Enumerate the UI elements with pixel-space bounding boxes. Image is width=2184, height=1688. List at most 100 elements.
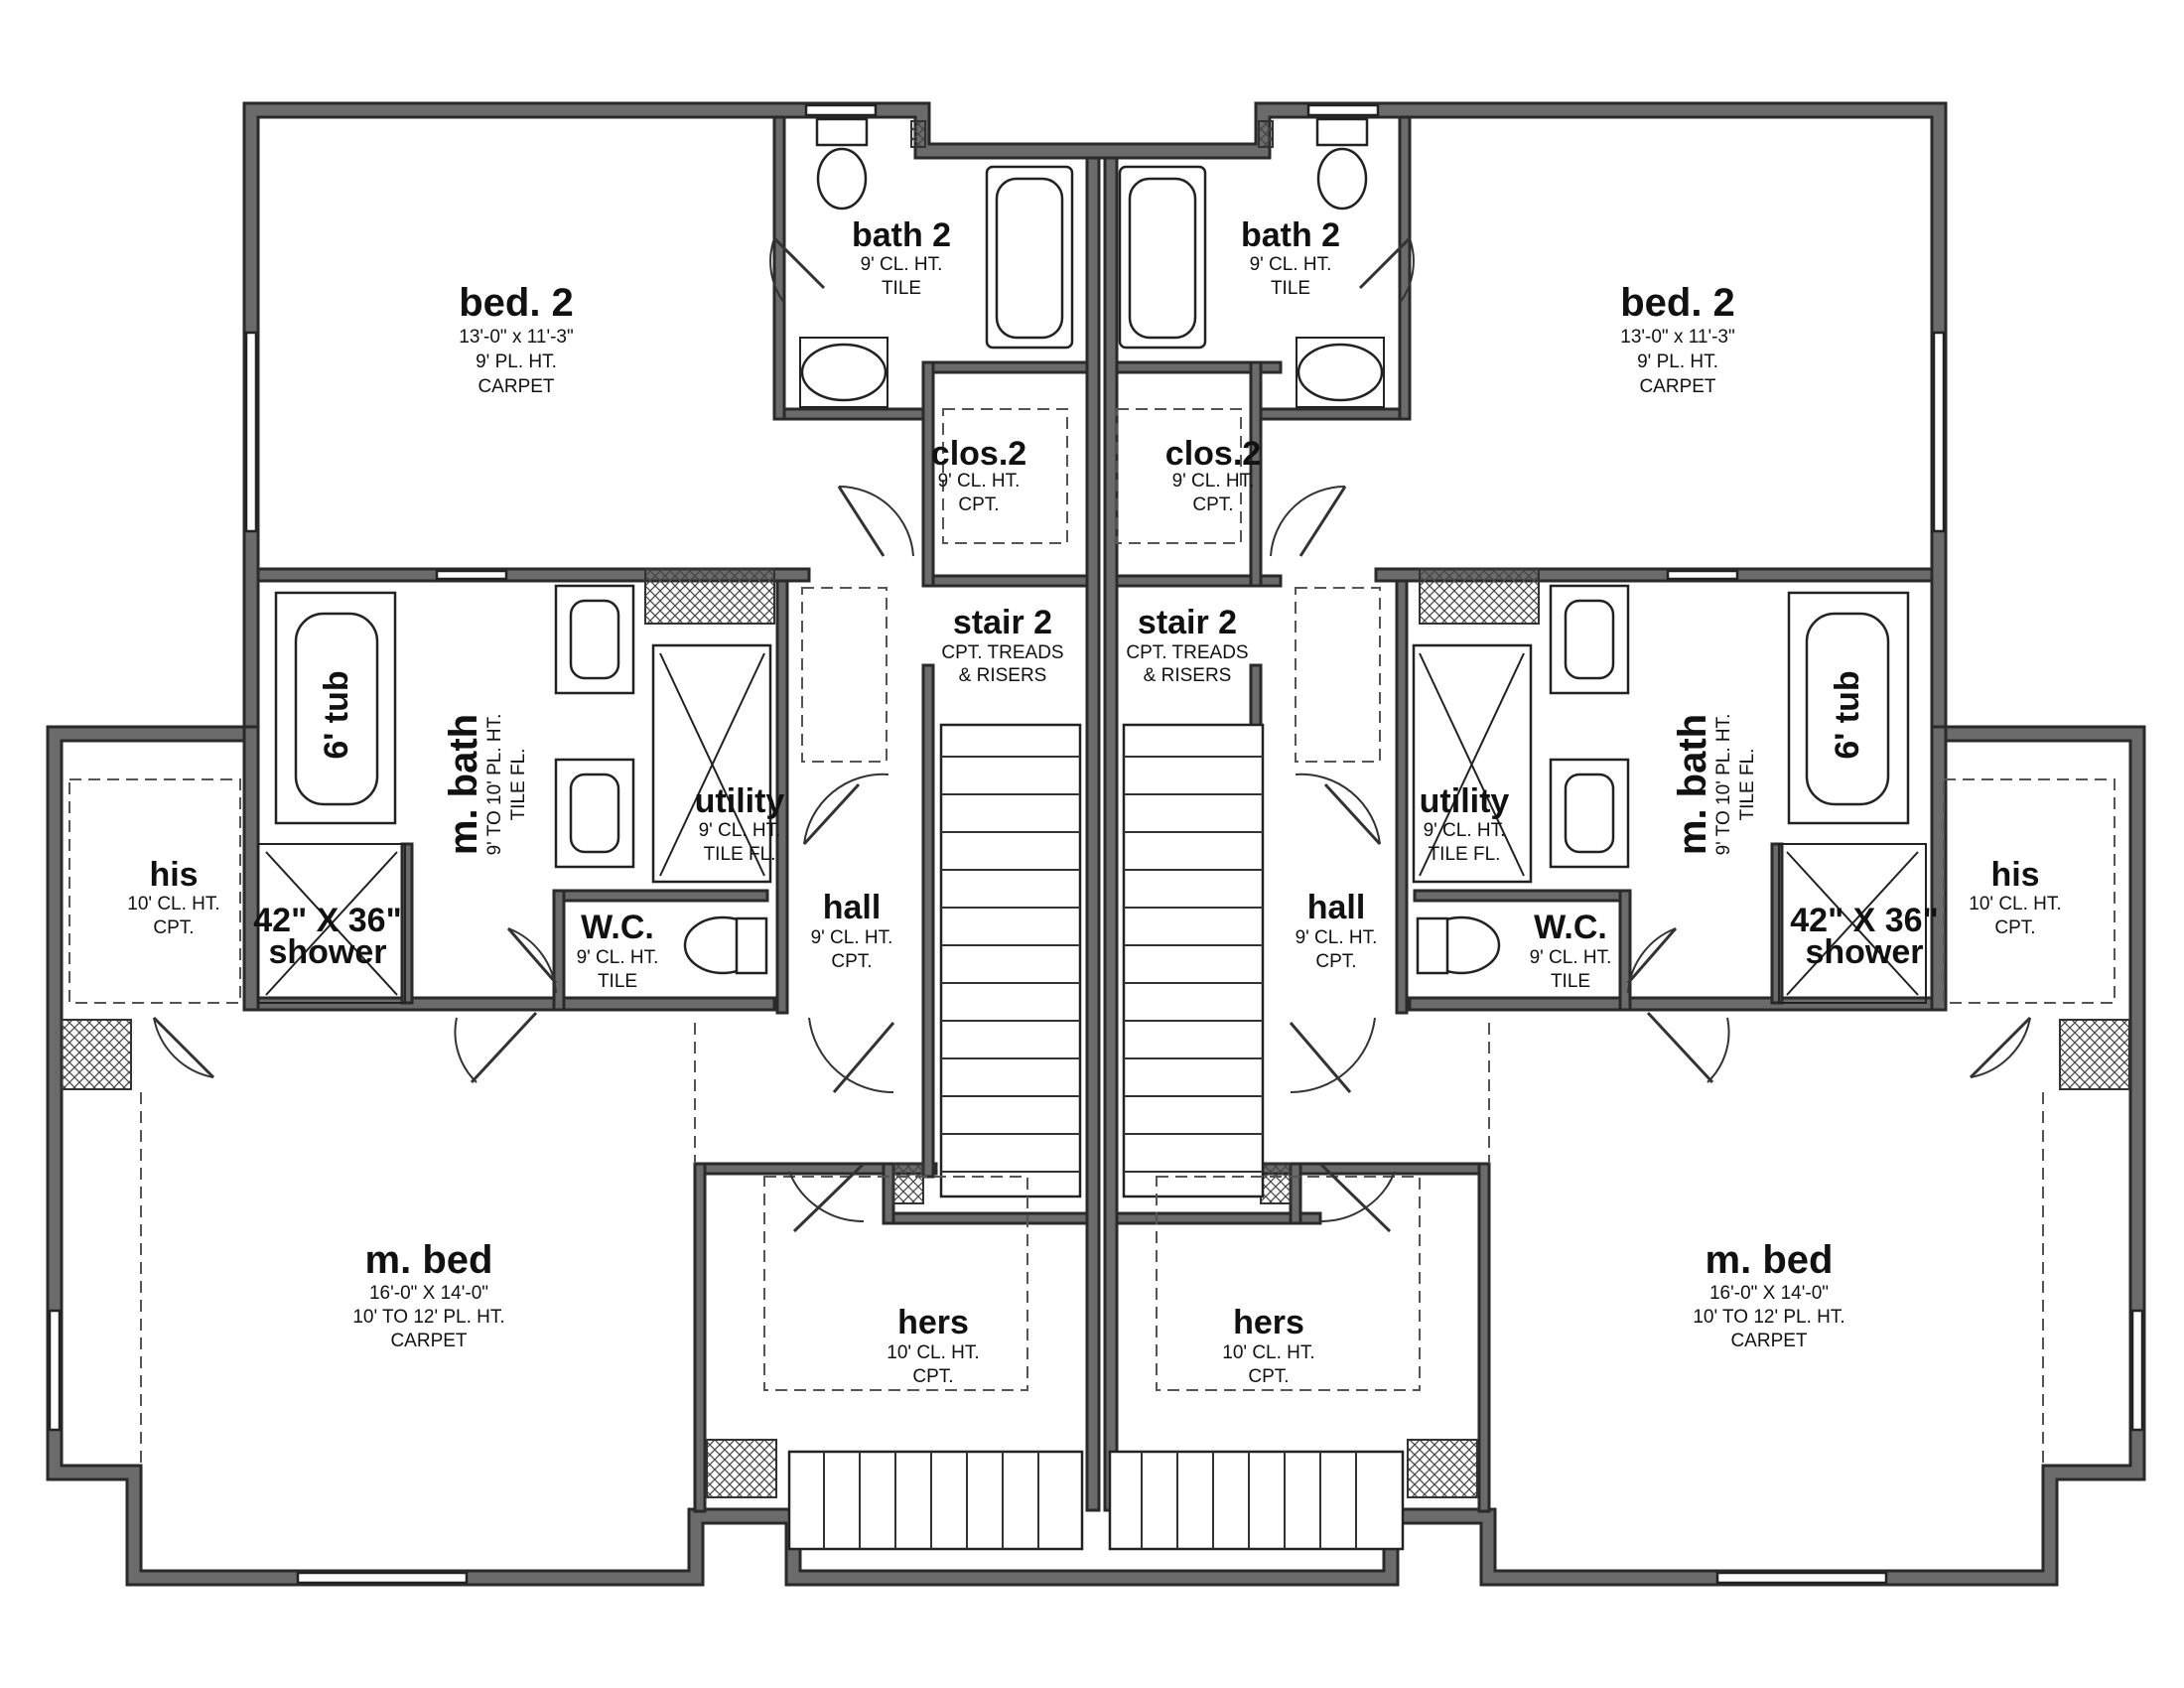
svg-text:9' TO 10' PL. HT.: 9' TO 10' PL. HT. bbox=[1713, 714, 1734, 856]
room-label-utility-right: utility 9' CL. HT. TILE FL. bbox=[1420, 782, 1510, 865]
svg-text:utility: utility bbox=[1420, 782, 1510, 820]
svg-text:shower: shower bbox=[268, 933, 386, 971]
room-label-mbed-left: m. bed 16'-0" X 14'-0" 10' TO 12' PL. HT… bbox=[352, 1238, 504, 1351]
stair-left bbox=[939, 723, 1082, 1198]
svg-text:clos.2: clos.2 bbox=[1165, 435, 1261, 473]
svg-text:m. bed: m. bed bbox=[365, 1238, 493, 1282]
room-label-utility-left: utility 9' CL. HT. TILE FL. bbox=[695, 782, 785, 865]
svg-text:CPT.: CPT. bbox=[153, 917, 194, 938]
svg-text:m. bed: m. bed bbox=[1706, 1238, 1834, 1282]
svg-text:his: his bbox=[1990, 856, 2039, 894]
room-label-mbath-right: m. bath 9' TO 10' PL. HT. TILE FL. bbox=[1671, 714, 1758, 856]
svg-text:TILE: TILE bbox=[1551, 971, 1590, 992]
svg-text:m. bath: m. bath bbox=[1671, 714, 1714, 855]
room-label-shower-right: 42" X 36" shower bbox=[1790, 902, 1938, 971]
svg-text:his: his bbox=[149, 856, 198, 894]
room-label-bed2-left: bed. 2 13'-0" x 11'-3" 9' PL. HT. CARPET bbox=[459, 281, 574, 397]
svg-text:16'-0" X 14'-0": 16'-0" X 14'-0" bbox=[369, 1283, 488, 1304]
room-label-bath2-right: bath 2 9' CL. HT. TILE bbox=[1241, 216, 1340, 299]
room-label-bed2-right: bed. 2 13'-0" x 11'-3" 9' PL. HT. CARPET bbox=[1620, 281, 1735, 397]
svg-text:16'-0" X 14'-0": 16'-0" X 14'-0" bbox=[1709, 1283, 1829, 1304]
svg-text:TILE: TILE bbox=[598, 971, 637, 992]
svg-text:CPT.: CPT. bbox=[1248, 1366, 1289, 1387]
svg-text:& RISERS: & RISERS bbox=[1144, 665, 1232, 686]
svg-text:& RISERS: & RISERS bbox=[959, 665, 1047, 686]
svg-text:13'-0" x 11'-3": 13'-0" x 11'-3" bbox=[1620, 327, 1734, 348]
room-label-hall-right: hall 9' CL. HT. CPT. bbox=[1296, 889, 1378, 972]
svg-text:TILE FL.: TILE FL. bbox=[508, 749, 529, 821]
tub-label-right: 6' tub bbox=[1829, 670, 1866, 759]
svg-text:CARPET: CARPET bbox=[390, 1331, 467, 1351]
svg-text:hall: hall bbox=[1307, 889, 1366, 926]
svg-text:TILE: TILE bbox=[1271, 278, 1310, 299]
svg-text:CPT.: CPT. bbox=[1192, 494, 1233, 515]
closet-lines bbox=[68, 408, 2116, 1466]
room-label-bath2-left: bath 2 9' CL. HT. TILE bbox=[852, 216, 951, 299]
svg-text:9' CL. HT.: 9' CL. HT. bbox=[699, 820, 781, 841]
svg-text:9' TO 10' PL. HT.: 9' TO 10' PL. HT. bbox=[484, 714, 505, 856]
deck-left bbox=[787, 1450, 1084, 1551]
svg-text:9' CL. HT.: 9' CL. HT. bbox=[577, 947, 659, 968]
room-label-hall-left: hall 9' CL. HT. CPT. bbox=[811, 889, 893, 972]
bath2-right-fixtures bbox=[1118, 117, 1385, 408]
svg-text:stair 2: stair 2 bbox=[1138, 604, 1237, 641]
deck-right bbox=[1108, 1450, 1405, 1551]
svg-text:9' CL. HT.: 9' CL. HT. bbox=[1424, 820, 1506, 841]
svg-text:TILE FL.: TILE FL. bbox=[1429, 844, 1501, 865]
svg-text:hall: hall bbox=[823, 889, 882, 926]
walls bbox=[46, 101, 2146, 1587]
room-label-his-left: his 10' CL. HT. CPT. bbox=[127, 856, 219, 938]
svg-text:9' CL. HT.: 9' CL. HT. bbox=[1296, 927, 1378, 948]
svg-text:bath 2: bath 2 bbox=[852, 216, 951, 254]
svg-text:CPT. TREADS: CPT. TREADS bbox=[941, 642, 1063, 663]
svg-text:9' CL. HT.: 9' CL. HT. bbox=[861, 254, 943, 275]
svg-text:10' CL. HT.: 10' CL. HT. bbox=[1222, 1342, 1314, 1363]
svg-text:9' CL. HT.: 9' CL. HT. bbox=[1172, 471, 1255, 492]
svg-text:bed. 2: bed. 2 bbox=[1620, 281, 1735, 325]
svg-text:42" X 36": 42" X 36" bbox=[1790, 902, 1938, 939]
room-label-wc-left: W.C. 9' CL. HT. TILE bbox=[577, 909, 659, 992]
svg-text:42" X 36": 42" X 36" bbox=[253, 902, 401, 939]
svg-text:9' CL. HT.: 9' CL. HT. bbox=[1530, 947, 1612, 968]
svg-text:clos.2: clos.2 bbox=[931, 435, 1026, 473]
room-label-his-right: his 10' CL. HT. CPT. bbox=[1969, 856, 2061, 938]
room-label-wc-right: W.C. 9' CL. HT. TILE bbox=[1530, 909, 1612, 992]
svg-text:CPT.: CPT. bbox=[958, 494, 999, 515]
svg-text:6' tub: 6' tub bbox=[318, 670, 355, 759]
svg-text:shower: shower bbox=[1805, 933, 1923, 971]
room-label-mbed-right: m. bed 16'-0" X 14'-0" 10' TO 12' PL. HT… bbox=[1693, 1238, 1844, 1351]
svg-text:m. bath: m. bath bbox=[442, 714, 485, 855]
mbath-right-fixtures bbox=[1412, 584, 1927, 1004]
bath2-left-fixtures bbox=[799, 117, 1074, 408]
svg-text:W.C.: W.C. bbox=[1534, 909, 1607, 946]
svg-text:bath 2: bath 2 bbox=[1241, 216, 1340, 254]
svg-text:9' CL. HT.: 9' CL. HT. bbox=[811, 927, 893, 948]
room-label-shower-left: 42" X 36" shower bbox=[253, 902, 401, 971]
svg-text:TILE FL.: TILE FL. bbox=[1737, 749, 1758, 821]
room-label-stair2-right: stair 2 CPT. TREADS & RISERS bbox=[1126, 604, 1248, 686]
mbath-left-fixtures bbox=[257, 584, 772, 1004]
svg-text:9' CL. HT.: 9' CL. HT. bbox=[1250, 254, 1332, 275]
room-label-hers-left: hers 10' CL. HT. CPT. bbox=[887, 1304, 979, 1387]
svg-text:stair 2: stair 2 bbox=[953, 604, 1052, 641]
svg-text:10' CL. HT.: 10' CL. HT. bbox=[887, 1342, 979, 1363]
svg-text:13'-0" x 11'-3": 13'-0" x 11'-3" bbox=[459, 327, 573, 348]
doors bbox=[152, 236, 2032, 1233]
svg-text:CPT.: CPT. bbox=[1994, 917, 2035, 938]
svg-text:9' CL. HT.: 9' CL. HT. bbox=[938, 471, 1021, 492]
svg-text:CPT.: CPT. bbox=[831, 951, 872, 972]
svg-text:CARPET: CARPET bbox=[1730, 1331, 1807, 1351]
svg-text:10' CL. HT.: 10' CL. HT. bbox=[1969, 894, 2061, 914]
room-label-hers-right: hers 10' CL. HT. CPT. bbox=[1222, 1304, 1314, 1387]
svg-text:CARPET: CARPET bbox=[478, 376, 554, 397]
room-label-stair2-left: stair 2 CPT. TREADS & RISERS bbox=[941, 604, 1063, 686]
svg-text:6' tub: 6' tub bbox=[1829, 670, 1866, 759]
svg-text:TILE FL.: TILE FL. bbox=[704, 844, 776, 865]
svg-text:9' PL. HT.: 9' PL. HT. bbox=[1637, 352, 1718, 372]
room-label-clos2-left: clos.2 9' CL. HT. CPT. bbox=[931, 435, 1026, 515]
svg-text:W.C.: W.C. bbox=[581, 909, 654, 946]
svg-text:CPT. TREADS: CPT. TREADS bbox=[1126, 642, 1248, 663]
svg-text:CPT.: CPT. bbox=[1315, 951, 1356, 972]
windows bbox=[48, 103, 2144, 1585]
